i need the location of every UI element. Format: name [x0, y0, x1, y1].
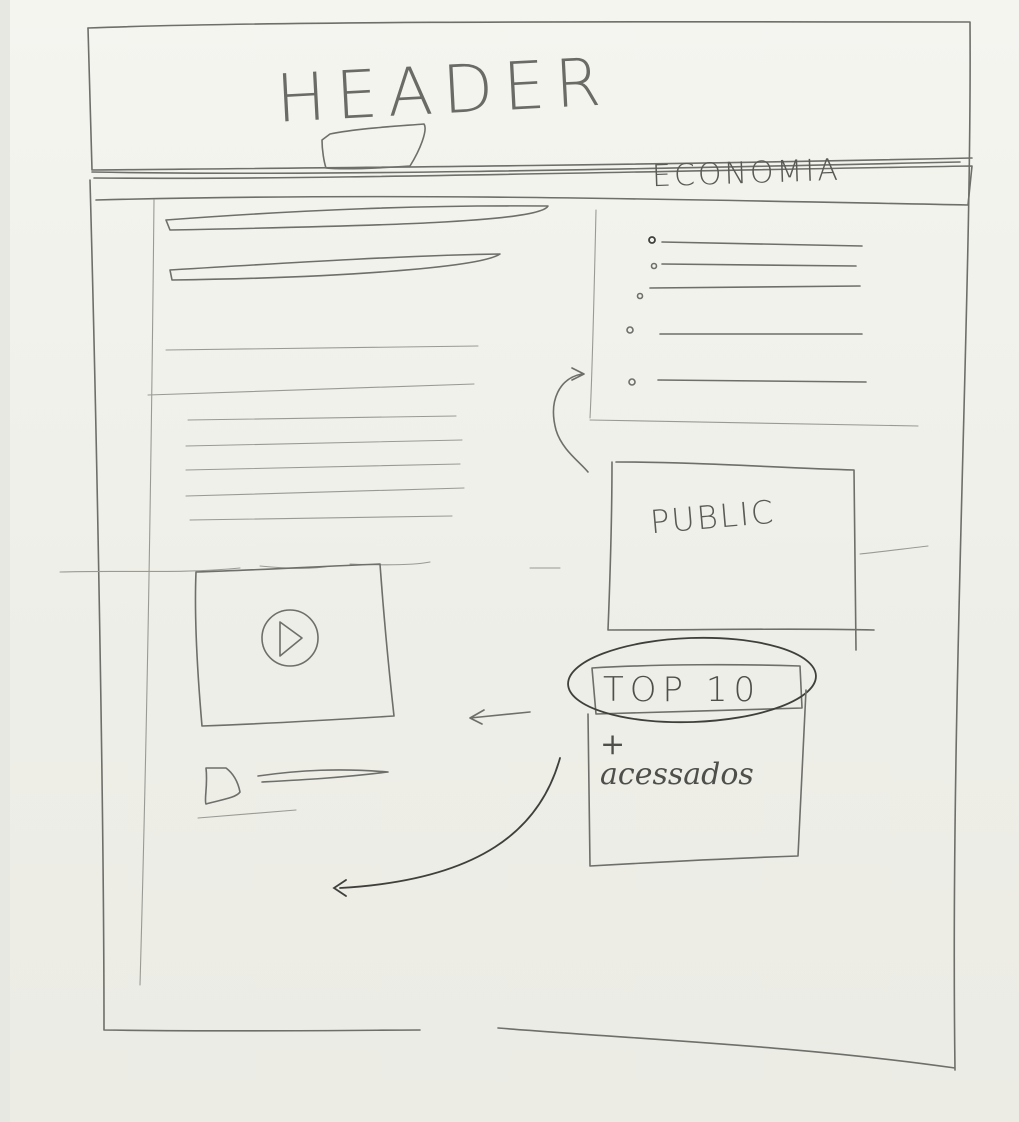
column-divider [589, 209, 597, 419]
page-frame [87, 20, 971, 1071]
caption-line [257, 769, 389, 783]
list-bullet [650, 262, 658, 270]
text-line [165, 345, 479, 351]
ad-box [607, 461, 875, 651]
text-line [147, 383, 475, 396]
text-line [185, 487, 465, 497]
play-icon [261, 609, 319, 667]
left-column-rule [139, 199, 155, 986]
section-label: ECONOMIA [651, 152, 842, 195]
top10-circle [567, 636, 817, 724]
text-line [185, 439, 463, 447]
fold-line [59, 545, 929, 573]
headline-line-1 [165, 205, 549, 231]
arrow-curve [332, 757, 561, 897]
top10-label: TOP 10 [603, 670, 762, 710]
section-bar [93, 165, 973, 206]
play-icon [279, 621, 303, 657]
top10-header-box [591, 663, 803, 715]
list-line [649, 285, 861, 289]
text-line [185, 463, 461, 471]
logo-mark [321, 123, 426, 170]
list-line [661, 241, 863, 247]
list-bullet [626, 326, 634, 334]
thumbnail-icon [204, 767, 241, 805]
text-line [187, 415, 457, 421]
top10-caption: + acessados [600, 727, 754, 792]
list-line [657, 379, 867, 383]
economia-bottom-rule [589, 419, 919, 427]
list-bullet [628, 378, 636, 386]
caption-underline [197, 809, 297, 819]
top10-box [587, 689, 807, 867]
arrow-economia [552, 367, 589, 473]
headline-line-2 [169, 253, 501, 281]
list-bullet [648, 236, 656, 244]
text-line [189, 515, 453, 521]
list-bullet [636, 292, 644, 300]
video-box [194, 563, 395, 727]
list-line [661, 263, 857, 267]
header-box [87, 27, 973, 175]
arrow-top10 [469, 709, 531, 725]
